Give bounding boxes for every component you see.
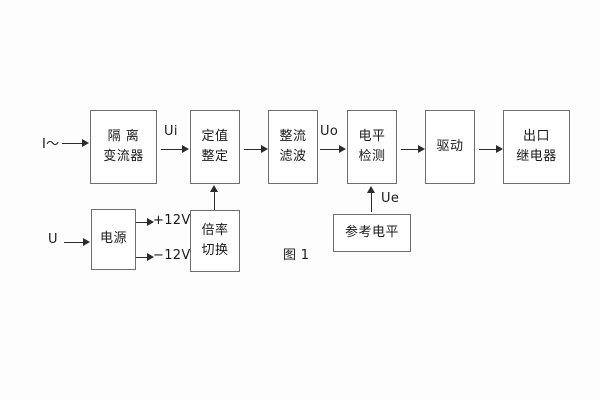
arrow-level-detect-to-driver: [401, 145, 425, 154]
block-rectify-filter[interactable]: 整流 滤波: [268, 110, 318, 184]
arrow-reference-to-level-detect: [367, 186, 376, 212]
arrow-head: [147, 253, 154, 261]
arrow-head: [418, 145, 425, 153]
arrow-shaft: [479, 149, 497, 151]
block-level-detect[interactable]: 电平 检测: [347, 110, 397, 184]
arrow-head: [339, 145, 346, 153]
arrow-multiplier-to-setpoint: [210, 185, 219, 210]
arrow-rail-positive: [136, 218, 154, 227]
block-line-2: 继电器: [516, 149, 557, 164]
block-line-1: 电平: [358, 128, 386, 144]
arrow-shaft: [371, 192, 373, 212]
block-line-1: 驱动: [436, 138, 464, 154]
arrow-rail-negative: [136, 253, 154, 262]
signal-label-ue: Ue: [381, 191, 400, 206]
rail-negative-label: −12V: [153, 248, 191, 263]
current-input-label: I～: [42, 137, 60, 152]
arrow-head: [367, 186, 375, 193]
arrow-shaft: [136, 257, 148, 259]
figure-caption: 图 1: [283, 248, 310, 263]
block-line-1: 整流: [279, 128, 307, 144]
arrow-shaft: [62, 143, 83, 145]
block-line-1: 倍率: [201, 222, 229, 238]
arrow-head: [210, 185, 218, 192]
arrow-rectify-to-level-detect: [320, 145, 346, 154]
arrow-shaft: [214, 191, 216, 210]
arrow-voltage-to-power-supply: [64, 238, 90, 247]
block-line-1: 定值: [201, 128, 229, 144]
rail-positive-label: +12V: [153, 213, 191, 228]
arrow-shaft: [64, 242, 84, 244]
voltage-input-label: U: [48, 232, 58, 247]
block-multiplier-switch[interactable]: 倍率 切换: [190, 210, 240, 272]
block-line-1: 参考电平: [344, 224, 399, 240]
arrow-current-to-isolation: [62, 139, 89, 148]
signal-label-uo: Uo: [320, 124, 339, 139]
block-reference-level[interactable]: 参考电平: [333, 214, 411, 252]
arrow-head: [147, 218, 154, 226]
block-line-2: 检测: [358, 149, 386, 164]
block-line-2: 滤波: [279, 149, 307, 164]
arrow-shaft: [136, 222, 148, 224]
block-line-1: 出口: [522, 128, 550, 144]
block-line-2: 切换: [201, 243, 229, 258]
arrow-head: [83, 238, 90, 246]
arrow-shaft: [320, 149, 340, 151]
arrow-head: [496, 145, 503, 153]
block-power-supply[interactable]: 电源: [91, 209, 136, 270]
block-line-1: 隔 离: [107, 128, 140, 144]
block-output-relay[interactable]: 出口 继电器: [503, 110, 570, 184]
arrow-driver-to-output-relay: [479, 145, 503, 154]
arrow-head: [182, 145, 189, 153]
block-driver[interactable]: 驱动: [425, 110, 475, 184]
arrow-head: [261, 145, 268, 153]
arrow-head: [82, 139, 89, 147]
block-setpoint-adjust[interactable]: 定值 整定: [190, 110, 240, 184]
arrow-isolation-to-setpoint: [161, 145, 189, 154]
block-line-1: 电源: [99, 231, 127, 247]
block-line-2: 整定: [201, 149, 229, 164]
block-isolation-transformer[interactable]: 隔 离 变流器: [90, 110, 157, 184]
arrow-shaft: [161, 149, 183, 151]
arrow-shaft: [244, 149, 262, 151]
arrow-shaft: [401, 149, 419, 151]
arrow-setpoint-to-rectify: [244, 145, 268, 154]
block-line-2: 变流器: [103, 149, 144, 164]
signal-label-ui: Ui: [164, 124, 178, 139]
